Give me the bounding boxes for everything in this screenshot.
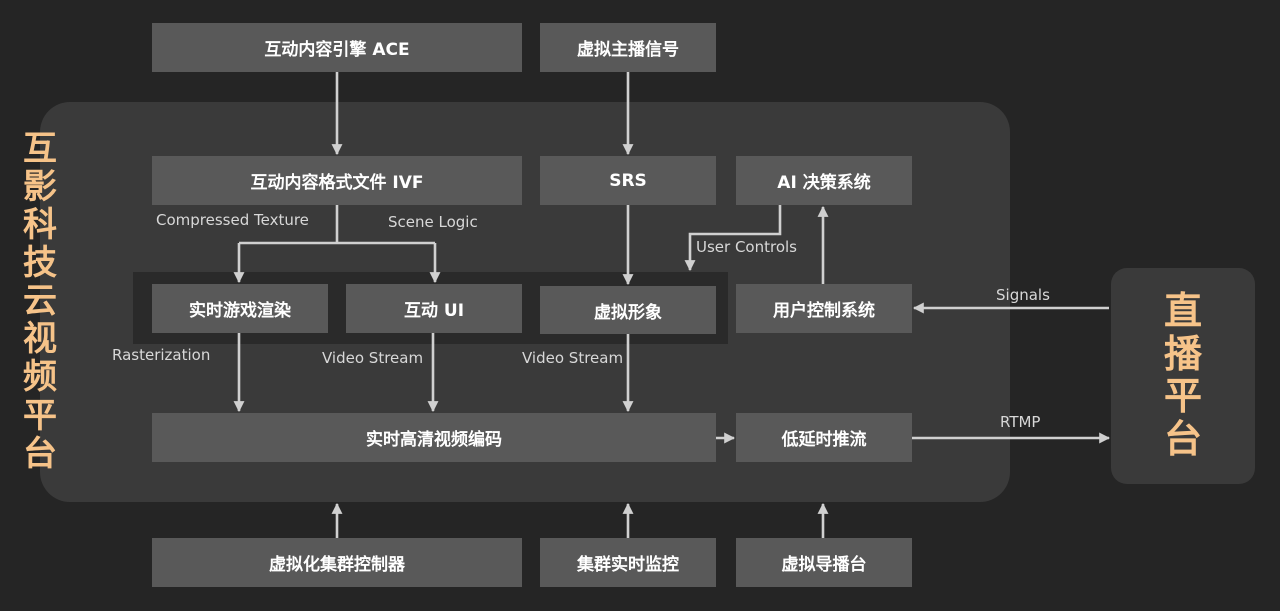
interactive-ui-box[interactable]: 互动 UI <box>346 284 522 333</box>
label-rtmp: RTMP <box>1000 413 1041 431</box>
label-compressed-texture: Compressed Texture <box>156 211 309 229</box>
cluster-controller-box[interactable]: 虚拟化集群控制器 <box>152 538 522 587</box>
live-platform-title: 直播平台 <box>1150 290 1216 460</box>
label-scene-logic: Scene Logic <box>388 213 478 231</box>
video-encode-box[interactable]: 实时高清视频编码 <box>152 413 716 462</box>
live-platform-region <box>1111 268 1255 484</box>
avatar-box[interactable]: 虚拟形象 <box>540 286 716 334</box>
low-latency-push-box[interactable]: 低延时推流 <box>736 413 912 462</box>
title-char: 技 <box>23 243 57 284</box>
title-char: 科 <box>23 205 57 246</box>
label-signals: Signals <box>996 286 1050 304</box>
title-char: 平 <box>1163 374 1202 419</box>
virtual-anchor-signal-box[interactable]: 虚拟主播信号 <box>540 23 716 72</box>
ace-engine-box[interactable]: 互动内容引擎 ACE <box>152 23 522 72</box>
title-char: 台 <box>1163 416 1202 461</box>
game-render-box[interactable]: 实时游戏渲染 <box>152 284 328 333</box>
ivf-file-box[interactable]: 互动内容格式文件 IVF <box>152 156 522 205</box>
title-char: 视 <box>23 319 57 360</box>
cloud-platform-title: 互影科技云视频平台 <box>12 130 68 473</box>
title-char: 直 <box>1163 289 1202 333</box>
ai-decision-box[interactable]: AI 决策系统 <box>736 156 912 205</box>
arrow-ai-to-avatar <box>684 205 782 272</box>
title-char: 频 <box>23 357 57 398</box>
title-char: 平 <box>23 395 57 436</box>
label-video-stream-ui: Video Stream <box>322 349 424 367</box>
title-char: 云 <box>23 281 57 322</box>
label-video-stream-avatar: Video Stream <box>522 349 624 367</box>
label-user-controls: User Controls <box>696 238 797 256</box>
cluster-monitor-box[interactable]: 集群实时监控 <box>540 538 716 587</box>
user-control-box[interactable]: 用户控制系统 <box>736 284 912 333</box>
title-char: 播 <box>1163 331 1202 376</box>
title-char: 影 <box>23 167 57 208</box>
srs-box[interactable]: SRS <box>540 156 716 205</box>
title-char: 台 <box>23 433 57 474</box>
label-rasterization: Rasterization <box>112 346 211 364</box>
title-char: 互 <box>23 129 57 169</box>
virtual-director-box[interactable]: 虚拟导播台 <box>736 538 912 587</box>
